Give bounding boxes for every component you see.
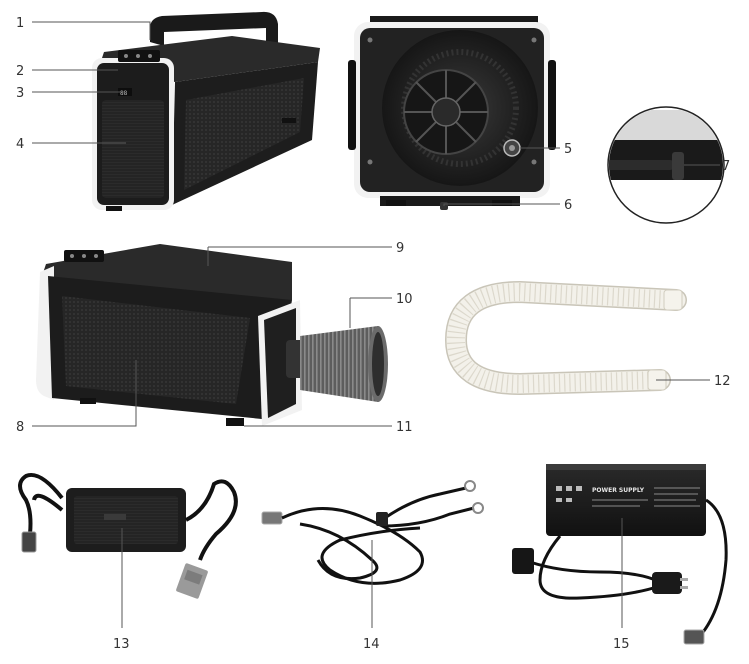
battery-charger <box>18 473 238 599</box>
carry-handle <box>150 11 278 46</box>
callout-4: 4 <box>16 137 24 152</box>
dc-output-connector <box>683 629 705 645</box>
front-air-grille <box>102 100 164 198</box>
callout-9: 9 <box>396 241 404 256</box>
callout-10: 10 <box>396 292 413 307</box>
ring-terminal <box>472 502 484 514</box>
air-conditioner-rear-view <box>348 16 556 210</box>
leader-lines <box>32 21 720 628</box>
callout-8: 8 <box>16 420 24 435</box>
charger-connector <box>21 531 37 553</box>
flexible-drain-hose <box>444 280 687 396</box>
drain-plug <box>672 152 684 180</box>
callout-11: 11 <box>396 420 413 435</box>
power-supply-title: POWER SUPPLY <box>592 487 645 494</box>
callout-14: 14 <box>363 637 380 652</box>
svg-text:88: 88 <box>120 90 128 97</box>
ac-plug <box>652 572 682 594</box>
callout-numbers: 1 2 3 4 5 6 7 8 9 10 11 12 13 14 15 <box>16 16 731 652</box>
power-supply-unit: POWER SUPPLY <box>512 464 728 645</box>
exhaust-hose-attached <box>286 326 388 402</box>
control-panel <box>118 50 160 62</box>
callout-2: 2 <box>16 64 24 79</box>
side-view-air-grille <box>62 296 250 404</box>
side-air-grille <box>184 78 304 190</box>
callout-15: 15 <box>613 637 630 652</box>
drain-plug-detail <box>607 106 725 224</box>
iec-connector <box>512 548 534 574</box>
air-conditioner-side-view <box>36 244 388 426</box>
air-conditioner-front-view: 88 <box>92 11 320 211</box>
display-window <box>118 88 132 96</box>
ring-terminal <box>464 480 476 492</box>
callout-6: 6 <box>564 198 572 213</box>
callout-13: 13 <box>113 637 130 652</box>
callout-12: 12 <box>714 374 731 389</box>
callout-1: 1 <box>16 16 24 31</box>
cable-connector <box>261 511 283 525</box>
callout-3: 3 <box>16 86 24 101</box>
callout-7: 7 <box>722 159 730 174</box>
callout-5: 5 <box>564 142 572 157</box>
dc-cable <box>261 480 484 585</box>
